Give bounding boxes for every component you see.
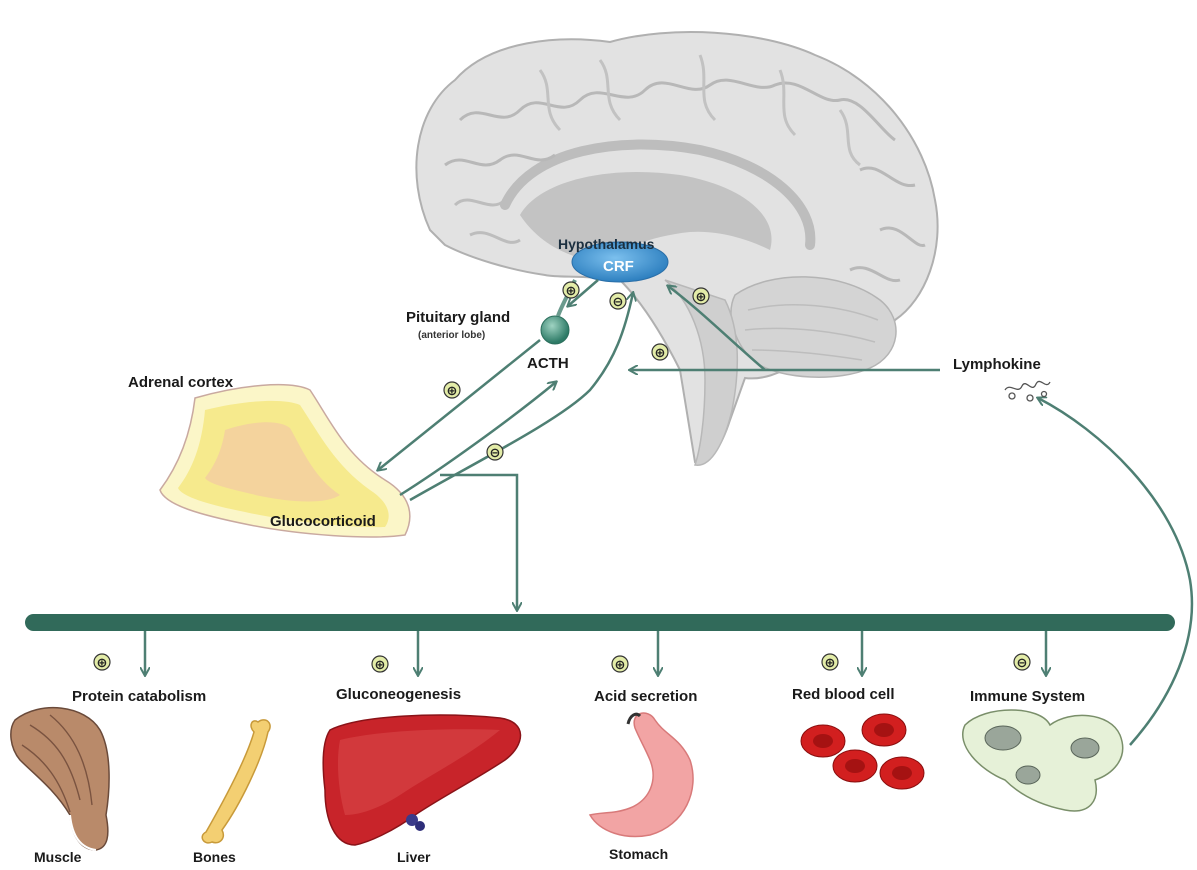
effect-red-blood-cell-label: Red blood cell bbox=[792, 686, 895, 703]
pituitary-anterior-lobe-label: (anterior lobe) bbox=[418, 330, 485, 341]
badge-gluco-to-hypothalamus: ⊖ bbox=[610, 293, 626, 310]
badge-lymphokine-to-hypothalamus: ⊕ bbox=[693, 288, 709, 305]
svg-text:⊕: ⊕ bbox=[655, 346, 666, 361]
svg-text:⊖: ⊖ bbox=[1017, 656, 1028, 671]
badge-acid: ⊕ bbox=[612, 656, 628, 673]
svg-text:⊕: ⊕ bbox=[825, 656, 836, 671]
svg-text:⊕: ⊕ bbox=[696, 290, 707, 305]
pituitary-gland-label: Pituitary gland bbox=[406, 309, 510, 326]
svg-text:⊕: ⊕ bbox=[615, 658, 626, 673]
arrow-acth-to-adrenal bbox=[378, 340, 540, 470]
svg-text:⊕: ⊕ bbox=[97, 656, 108, 671]
arrow-gluco-to-acth bbox=[400, 382, 556, 495]
badge-immune: ⊖ bbox=[1014, 654, 1030, 671]
arrow-gluco-to-body bbox=[440, 475, 517, 610]
svg-text:⊕: ⊕ bbox=[566, 284, 577, 299]
effect-gluconeogenesis-label: Gluconeogenesis bbox=[336, 686, 461, 703]
svg-text:⊕: ⊕ bbox=[447, 384, 458, 399]
stomach-illustration bbox=[590, 713, 693, 836]
lymphokine-molecule-icon bbox=[1005, 381, 1050, 401]
badge-protein: ⊕ bbox=[94, 654, 110, 671]
adrenal-cortex-label: Adrenal cortex bbox=[128, 374, 233, 391]
glucocorticoid-label: Glucocorticoid bbox=[270, 513, 376, 530]
badge-gluco-to-acth: ⊖ bbox=[487, 444, 503, 461]
badge-gluconeogenesis: ⊕ bbox=[372, 656, 388, 673]
immune-cells-illustration bbox=[963, 710, 1123, 811]
badge-acth-to-adrenal: ⊕ bbox=[444, 382, 460, 399]
svg-text:⊖: ⊖ bbox=[490, 446, 501, 461]
effect-acid-secretion-label: Acid secretion bbox=[594, 688, 697, 705]
badge-crf-to-pituitary: ⊕ bbox=[563, 282, 579, 299]
organ-stomach-label: Stomach bbox=[609, 846, 668, 862]
lymphokine-label: Lymphokine bbox=[953, 356, 1041, 373]
systemic-distribution-bar bbox=[25, 614, 1175, 631]
pituitary-gland-shape bbox=[541, 316, 569, 344]
liver-illustration bbox=[323, 715, 520, 845]
acth-label: ACTH bbox=[527, 355, 569, 372]
organ-muscle-label: Muscle bbox=[34, 849, 81, 865]
red-blood-cells-illustration bbox=[801, 714, 924, 789]
muscle-illustration bbox=[11, 708, 109, 850]
effect-protein-catabolism-label: Protein catabolism bbox=[72, 688, 206, 705]
brain-illustration bbox=[416, 32, 937, 465]
badge-lymphokine-to-brainstem: ⊕ bbox=[652, 344, 668, 361]
svg-text:⊖: ⊖ bbox=[613, 295, 624, 310]
bone-illustration bbox=[202, 720, 270, 843]
effect-immune-system-label: Immune System bbox=[970, 688, 1085, 705]
svg-text:⊕: ⊕ bbox=[375, 658, 386, 673]
organ-liver-label: Liver bbox=[397, 849, 430, 865]
hypothalamus-label: Hypothalamus bbox=[558, 236, 654, 252]
crf-label: CRF bbox=[603, 258, 634, 275]
badge-rbc: ⊕ bbox=[822, 654, 838, 671]
organ-bones-label: Bones bbox=[193, 849, 236, 865]
